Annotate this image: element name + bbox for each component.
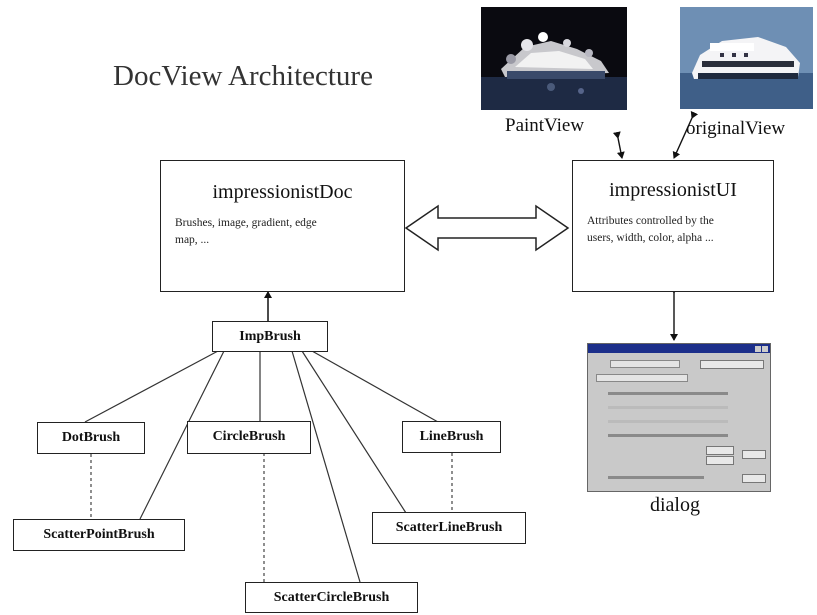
arrow-paintview-ui [612,131,625,159]
dialog-button [700,360,764,369]
impressionist-doc-title: impressionistDoc [212,181,353,203]
brush-dot: DotBrush [37,422,145,454]
line-imp-scattercircle [291,350,361,583]
dialog-field [596,374,688,382]
dialog-slider [608,476,704,479]
dialog-button [742,474,766,483]
brush-scatter-circle: ScatterCircleBrush [245,582,418,613]
brush-line: LineBrush [402,421,501,453]
brush-circle: CircleBrush [187,421,311,454]
double-arrow-doc-ui [404,204,570,252]
impressionist-doc-box: impressionistDoc Brushes, image, gradien… [160,160,405,292]
dialog-button [706,446,734,455]
close-icon [762,345,768,352]
dialog-dropdown [610,360,680,368]
dialog-button [706,456,734,465]
line-imp-line [311,350,439,423]
line-imp-scatterline [301,350,407,514]
paintview-label: PaintView [505,115,585,136]
paintview-thumbnail [481,7,627,110]
impressionist-ui-title: impressionistUI [609,179,737,201]
dialog-slider [608,406,728,409]
dialog-titlebar [588,344,770,353]
brush-scatter-line: ScatterLineBrush [372,512,526,544]
minimize-icon [755,345,761,352]
dialog-slider [608,420,728,423]
originalview-image [680,7,813,109]
dialog-button [742,450,766,459]
dialog-label: dialog [650,494,700,516]
dialog-window-thumbnail [587,343,771,492]
line-imp-scatterpoint [139,350,225,520]
impressionist-ui-desc: Attributes controlled by the users, widt… [587,215,714,244]
diagram-title: DocView Architecture [113,60,373,92]
brush-imp: ImpBrush [212,321,328,352]
impressionist-ui-box: impressionistUI Attributes controlled by… [572,160,774,292]
originalview-label: originalView [686,118,786,139]
originalview-thumbnail [680,7,813,109]
line-imp-dot [84,350,219,423]
impressionist-doc-desc: Brushes, image, gradient, edge map, ... [175,217,317,246]
brush-scatter-point: ScatterPointBrush [13,519,185,551]
dialog-slider [608,434,728,437]
arrow-originalview-ui [672,110,699,159]
paintview-image [481,7,627,110]
dialog-slider [608,392,728,395]
